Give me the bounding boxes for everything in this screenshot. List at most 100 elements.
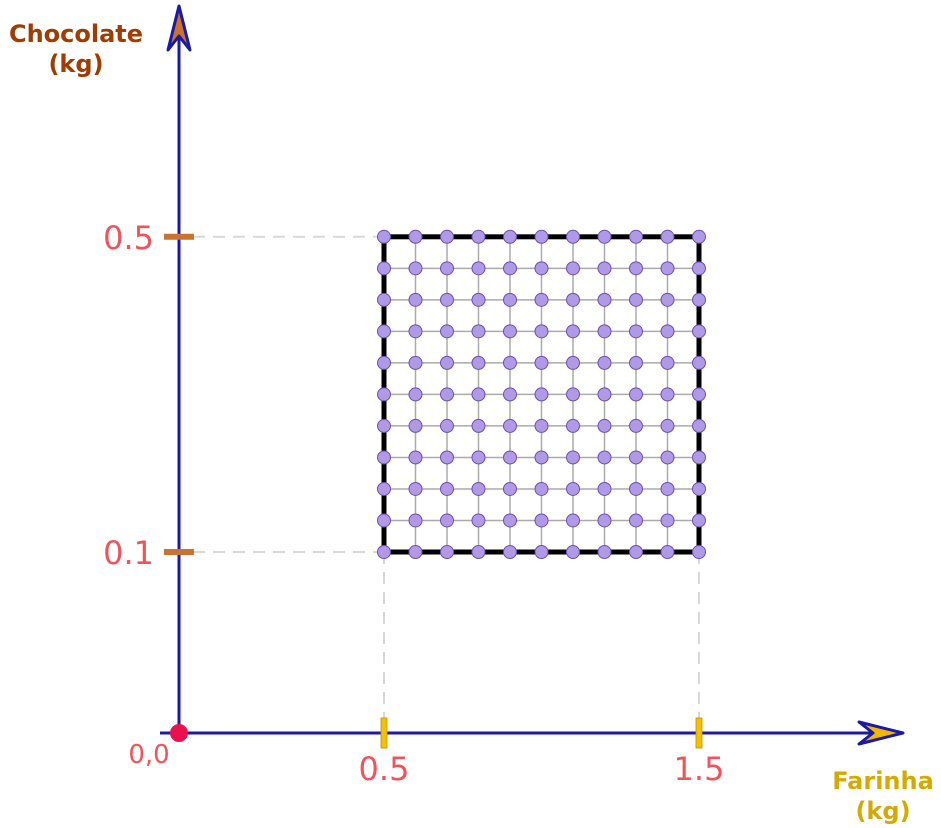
data-point	[377, 229, 391, 244]
data-point	[408, 261, 423, 276]
data-point	[471, 513, 486, 528]
data-point	[692, 545, 706, 559]
data-point	[534, 481, 549, 496]
y-tick-label: 0.1	[103, 534, 154, 572]
x-tick-label: 1.5	[674, 750, 725, 788]
data-point	[597, 292, 612, 307]
tick-labels: 0.1 0.5 0.5 1.5	[103, 219, 724, 788]
data-point	[471, 324, 486, 339]
data-point	[692, 450, 706, 465]
data-point	[597, 481, 612, 496]
data-point	[408, 229, 423, 244]
data-point	[629, 513, 643, 528]
data-point	[408, 481, 423, 496]
data-point	[692, 324, 706, 339]
data-point	[692, 513, 706, 528]
data-point	[692, 261, 706, 276]
data-point	[377, 418, 391, 433]
data-point	[566, 324, 580, 339]
data-point	[471, 481, 486, 496]
data-point	[377, 355, 391, 370]
data-point	[597, 387, 612, 402]
data-point	[408, 513, 423, 528]
data-point	[629, 292, 643, 307]
data-point	[566, 292, 580, 307]
data-point	[408, 387, 423, 402]
data-point	[660, 513, 675, 528]
data-point	[692, 355, 706, 370]
data-point	[408, 545, 423, 559]
data-point	[597, 261, 612, 276]
data-point	[660, 355, 675, 370]
data-point	[503, 481, 517, 496]
data-point	[503, 355, 517, 370]
data-point	[471, 387, 486, 402]
data-point	[503, 545, 517, 559]
data-point	[503, 387, 517, 402]
y-axis-title: Chocolate	[9, 20, 143, 48]
data-point	[377, 261, 391, 276]
data-point	[440, 355, 454, 370]
data-point	[597, 513, 612, 528]
x-axis-arrow	[857, 720, 905, 746]
y-axis-arrow	[166, 4, 192, 52]
data-point	[408, 418, 423, 433]
data-point	[566, 481, 580, 496]
data-point	[629, 324, 643, 339]
data-point	[503, 418, 517, 433]
data-point	[534, 513, 549, 528]
data-point	[660, 545, 675, 559]
data-point	[471, 229, 486, 244]
data-point	[597, 450, 612, 465]
data-point	[440, 545, 454, 559]
data-point	[534, 292, 549, 307]
data-point	[503, 229, 517, 244]
data-point	[471, 418, 486, 433]
data-point	[503, 450, 517, 465]
data-point	[566, 355, 580, 370]
data-point	[660, 450, 675, 465]
data-point	[534, 545, 549, 559]
x-axis-title: Farinha	[832, 767, 934, 795]
data-point	[629, 229, 643, 244]
data-point	[440, 229, 454, 244]
data-point	[660, 229, 675, 244]
x-axis-unit: (kg)	[855, 797, 910, 825]
data-point	[440, 292, 454, 307]
data-point	[692, 229, 706, 244]
data-point	[566, 418, 580, 433]
y-tick-label: 0.5	[103, 219, 154, 257]
data-point	[408, 324, 423, 339]
data-point	[471, 292, 486, 307]
x-tick-label: 0.5	[359, 750, 410, 788]
data-point	[629, 261, 643, 276]
data-point	[629, 418, 643, 433]
data-point	[534, 229, 549, 244]
data-point	[377, 387, 391, 402]
data-point	[534, 261, 549, 276]
data-point	[566, 545, 580, 559]
data-point	[566, 261, 580, 276]
data-point	[408, 355, 423, 370]
data-point	[629, 481, 643, 496]
data-point	[597, 324, 612, 339]
data-point	[377, 513, 391, 528]
data-point	[471, 261, 486, 276]
data-point	[377, 324, 391, 339]
y-axis-unit: (kg)	[48, 50, 103, 78]
data-point	[440, 324, 454, 339]
data-point	[377, 481, 391, 496]
data-point	[660, 481, 675, 496]
data-point	[660, 292, 675, 307]
data-point	[503, 324, 517, 339]
data-point	[692, 292, 706, 307]
data-point	[660, 324, 675, 339]
data-point	[566, 387, 580, 402]
data-point	[377, 545, 391, 559]
data-point	[660, 261, 675, 276]
origin-label: 0,0	[128, 740, 169, 770]
grid-points	[377, 229, 706, 559]
data-point	[471, 355, 486, 370]
data-point	[597, 355, 612, 370]
data-point	[440, 513, 454, 528]
